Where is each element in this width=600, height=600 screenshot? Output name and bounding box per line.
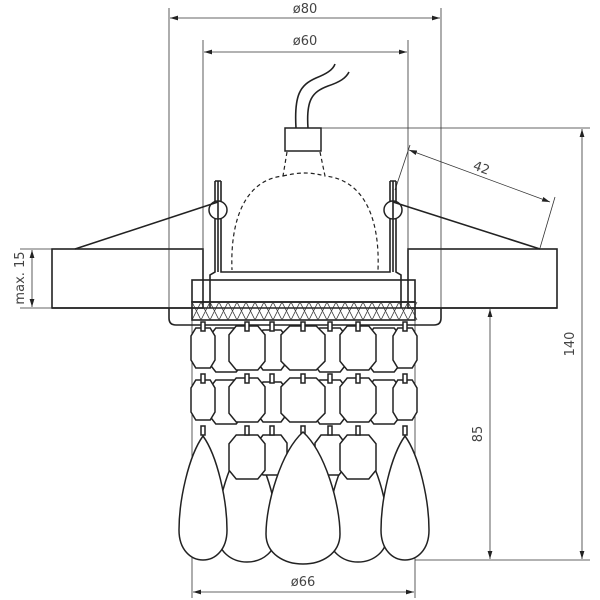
octagon-crystal: [280, 325, 326, 371]
mesh-band: [191, 301, 416, 321]
dim-max-ceiling: max. 15: [13, 251, 28, 304]
cable: [284, 63, 350, 152]
extension-lines: [20, 8, 590, 598]
teardrop-crystal: [265, 430, 341, 565]
crystal-body: [178, 279, 430, 565]
octagon-crystal: [339, 377, 377, 423]
crystal-link: [200, 373, 206, 384]
dim-total-height: 140: [563, 332, 578, 357]
crystal-link: [300, 321, 306, 332]
crystal-link: [355, 321, 361, 332]
crystal-link: [244, 373, 250, 384]
spring-clips: [74, 181, 541, 272]
octagon-crystal: [280, 377, 326, 423]
dim-cutout-diameter: ø60: [293, 34, 318, 49]
connector: [284, 127, 322, 152]
octagon-crystal: [228, 434, 266, 480]
ceiling-section: [51, 248, 558, 309]
crystal-link: [269, 321, 275, 332]
crystal-link: [355, 425, 361, 436]
crystal-link: [244, 425, 250, 436]
dim-outer-diameter: ø80: [293, 2, 318, 17]
crystal-link: [300, 373, 306, 384]
crystal-link: [402, 373, 408, 384]
crystal-link: [402, 425, 408, 436]
octagon-crystal: [228, 377, 266, 423]
crystal-link: [327, 321, 333, 332]
octagon-crystal: [190, 379, 216, 421]
crystal-link: [200, 425, 206, 436]
dimension-lines: [29, 15, 585, 595]
teardrop-crystal: [380, 434, 430, 561]
dim-body-diameter: ø66: [291, 575, 316, 590]
crystal-link: [402, 321, 408, 332]
housing: [52, 180, 557, 326]
octagon-crystal: [339, 434, 377, 480]
octagon-crystal: [392, 379, 418, 421]
octagon-crystal: [190, 327, 216, 369]
crystal-link: [200, 321, 206, 332]
dim-clip-length: 42: [471, 159, 492, 179]
crystal-link: [355, 373, 361, 384]
teardrop-crystal: [178, 434, 228, 561]
crystal-link: [244, 321, 250, 332]
lamp-bulb-hidden: [231, 151, 379, 271]
octagon-crystal: [339, 325, 377, 371]
mesh-pattern: [191, 301, 418, 321]
octagon-crystal: [228, 325, 266, 371]
crystal-link: [269, 373, 275, 384]
crystal-link: [269, 425, 275, 436]
octagon-crystal: [392, 327, 418, 369]
dim-body-height: 85: [471, 426, 486, 443]
crystal-link: [327, 425, 333, 436]
crystal-link: [327, 373, 333, 384]
